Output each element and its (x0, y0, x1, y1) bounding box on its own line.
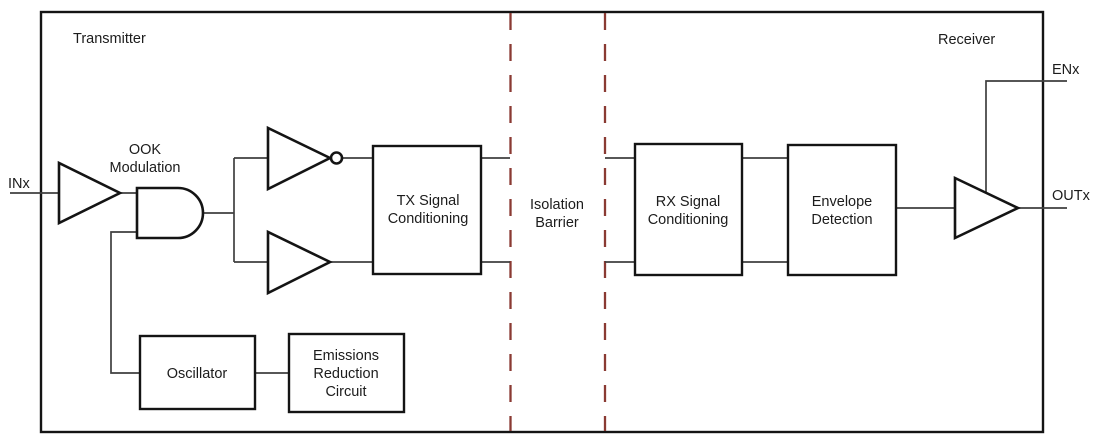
envelope-detection-label-line1: Envelope (812, 194, 872, 210)
device-boundary-box (39, 10, 1045, 434)
oscillator-label: Oscillator (167, 366, 228, 382)
output-buffer-icon (953, 175, 1022, 241)
inx-port-label: INx (8, 176, 31, 192)
inverter-icon (266, 125, 333, 192)
wire-oscillator-to-and (110, 231, 140, 374)
emissions-reduction-label-line2: Reduction (313, 366, 378, 382)
emissions-reduction-label-line1: Emissions (313, 348, 379, 364)
wire-enx-enable (985, 80, 1067, 196)
tx-signal-conditioning-box (371, 144, 483, 276)
ook-modulation-label-line1: OOK (129, 142, 162, 158)
rx-signal-conditioning-label-line2: Conditioning (648, 212, 729, 228)
isolation-barrier-label-line1: Isolation (530, 197, 584, 213)
transmitter-label: Transmitter (73, 31, 146, 47)
rx-signal-conditioning-label-line1: RX Signal (656, 194, 720, 210)
oscillator-box (138, 334, 257, 411)
envelope-detection-box (786, 143, 898, 277)
enx-port-label: ENx (1052, 62, 1080, 78)
envelope-detection-label-line2: Detection (811, 212, 872, 228)
rx-signal-conditioning-box (633, 142, 744, 277)
isolation-barrier-label-line2: Barrier (535, 215, 579, 231)
emissions-reduction-box (287, 332, 406, 414)
and-gate-icon (135, 186, 205, 240)
tx-buffer-icon (266, 229, 333, 296)
receiver-label: Receiver (938, 32, 995, 48)
tx-signal-conditioning-label-line1: TX Signal (397, 193, 460, 209)
input-buffer-icon (57, 160, 123, 226)
tx-signal-conditioning-label-line2: Conditioning (388, 211, 469, 227)
inverter-bubble-icon (329, 151, 344, 165)
ook-modulation-label-line2: Modulation (110, 160, 181, 176)
outx-port-label: OUTx (1052, 188, 1091, 204)
emissions-reduction-label-line3: Circuit (325, 384, 366, 400)
